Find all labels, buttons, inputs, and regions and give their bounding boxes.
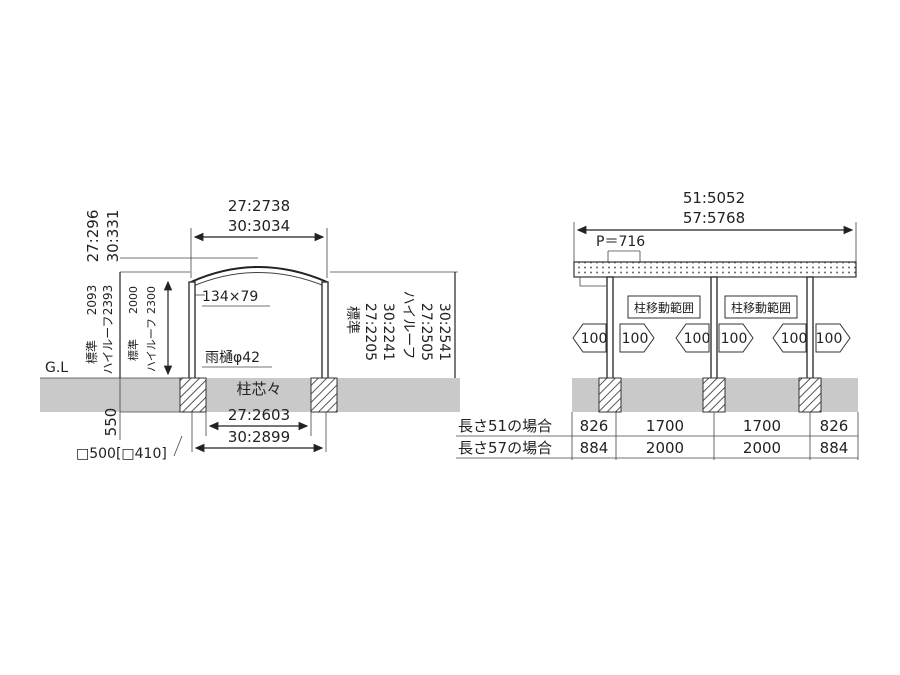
roof-rise-27: 27:296 (84, 210, 102, 263)
front-roof (573, 261, 857, 278)
arrow-left-1: 100 (572, 323, 608, 353)
right-value-2: 30:2241 (380, 303, 396, 361)
front-post-2 (710, 276, 718, 390)
row-51-label: 長さ51の場合 (458, 417, 552, 435)
post-center-30: 30:2899 (228, 428, 290, 446)
front-foundation-3 (798, 377, 822, 413)
svg-text:100: 100 (684, 331, 711, 347)
front-post-3 (806, 276, 814, 390)
arrow-right-2: 100 (718, 323, 754, 353)
move-range-2: 柱移動範囲 (731, 300, 791, 315)
row-51-col1: 826 (580, 417, 609, 435)
post-center-label: 柱芯々 (236, 380, 281, 398)
row-57-col4: 884 (820, 439, 849, 457)
row-51-col3: 1700 (743, 417, 781, 435)
svg-text:100: 100 (721, 331, 748, 347)
front-post-1 (606, 276, 614, 390)
width-top-27: 27:2738 (228, 197, 290, 215)
height-left-label-std: 標準 (84, 340, 99, 364)
right-value-1: 27:2205 (362, 303, 378, 361)
row-57-col3: 2000 (743, 439, 781, 457)
height-left-high: 2393 (101, 285, 115, 316)
move-range-1: 柱移動範囲 (634, 300, 694, 315)
side-view: G.L 27:2738 30:3034 27:296 30:331 2093 2… (40, 197, 460, 462)
clear-height-label-std: 標準 (126, 339, 140, 361)
row-51-col4: 826 (820, 417, 849, 435)
height-left-label-high: ハイルーフ (101, 315, 115, 374)
pitch-label: P＝716 (596, 234, 645, 250)
svg-text:100: 100 (581, 331, 608, 347)
svg-text:100: 100 (622, 331, 649, 347)
arrow-right-3: 100 (815, 323, 851, 353)
svg-text:100: 100 (816, 331, 843, 347)
side-post-right (321, 281, 329, 391)
row-57-col2: 2000 (646, 439, 684, 457)
foundation-right (310, 377, 338, 413)
total-length-51: 51:5052 (683, 189, 745, 207)
arrow-left-3: 100 (772, 323, 808, 353)
clear-height-high: 2300 (145, 286, 158, 314)
arrow-right-1: 100 (619, 323, 655, 353)
foundation-size: □500[□410] (76, 446, 167, 462)
gutter-label: 雨樋φ42 (205, 350, 260, 366)
foundation-left (179, 377, 207, 413)
front-view: 51:5052 57:5768 P＝716 柱移動範囲 柱移動範囲 100 (456, 189, 859, 460)
width-top-30: 30:3034 (228, 217, 290, 235)
height-left-std: 2093 (85, 285, 99, 316)
row-57-label: 長さ57の場合 (458, 439, 552, 457)
arrow-left-2: 100 (675, 323, 711, 353)
side-roof (190, 266, 328, 283)
foundation-depth: 550 (102, 408, 120, 437)
dimension-table: 長さ51の場合 826 1700 1700 826 長さ57の場合 884 20… (456, 412, 859, 460)
row-51-col2: 1700 (646, 417, 684, 435)
right-value-4: 30:2541 (436, 303, 452, 361)
gl-label: G.L (45, 360, 68, 376)
clear-height-label-high: ハイルーフ (145, 318, 158, 372)
row-57-col1: 884 (580, 439, 609, 457)
side-post-left (188, 281, 196, 391)
post-center-27: 27:2603 (228, 406, 290, 424)
total-length-57: 57:5768 (683, 209, 745, 227)
right-label-std: 標準 (344, 306, 360, 334)
front-foundation-1 (598, 377, 622, 413)
front-foundation-2 (702, 377, 726, 413)
svg-text:100: 100 (781, 331, 808, 347)
right-value-3: 27:2505 (418, 303, 434, 361)
right-label-high: ハイルーフ (400, 291, 416, 360)
ground-band-left (40, 378, 460, 412)
post-size: 134×79 (202, 289, 258, 305)
clear-height-std: 2000 (127, 286, 140, 314)
roof-rise-30: 30:331 (104, 210, 122, 263)
